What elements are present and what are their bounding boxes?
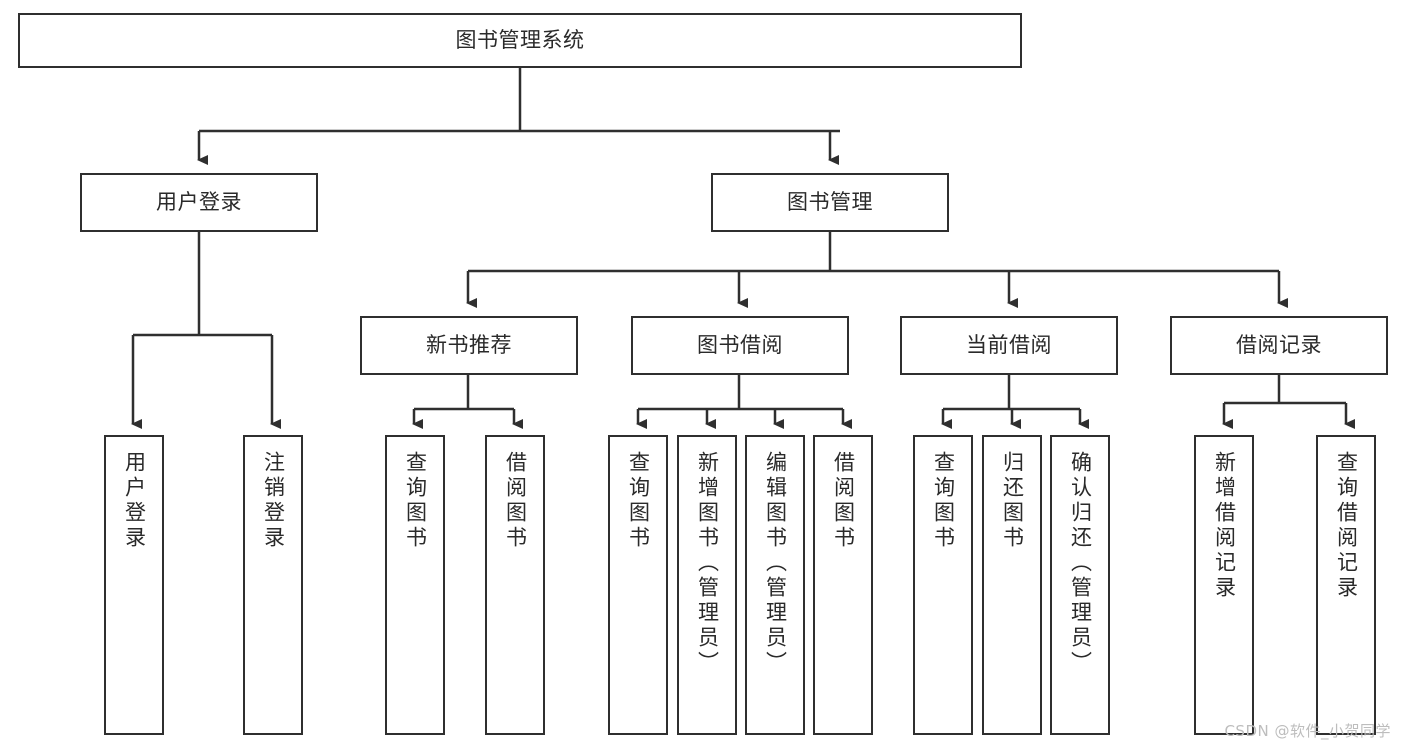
node-current-borrow-label: 当前借阅 <box>966 333 1052 357</box>
leaf-user-login-logout-label: 注销登录 <box>261 451 286 551</box>
node-borrow-record-label: 借阅记录 <box>1236 333 1322 357</box>
node-book-management[interactable]: 图书管理 <box>711 173 949 232</box>
leaf-borrow-query-book[interactable]: 查询图书 <box>608 435 668 735</box>
leaf-record-query-record-label: 查询借阅记录 <box>1334 451 1359 601</box>
leaf-record-add-record-label: 新增借阅记录 <box>1212 451 1237 601</box>
node-user-login-label: 用户登录 <box>156 190 242 214</box>
leaf-borrow-edit-book-admin-label: 编辑图书（管理员） <box>763 451 788 676</box>
leaf-borrow-add-book-admin-label: 新增图书（管理员） <box>695 451 720 676</box>
leaf-borrow-query-book-label: 查询图书 <box>626 451 651 551</box>
node-borrow-record[interactable]: 借阅记录 <box>1170 316 1388 375</box>
node-new-book-recommendation-label: 新书推荐 <box>426 333 512 357</box>
leaf-new-book-query-label: 查询图书 <box>403 451 428 551</box>
leaf-user-login-logout[interactable]: 注销登录 <box>243 435 303 735</box>
leaf-new-book-borrow-label: 借阅图书 <box>503 451 528 551</box>
leaf-user-login-login-label: 用户登录 <box>122 451 147 551</box>
leaf-new-book-borrow[interactable]: 借阅图书 <box>485 435 545 735</box>
node-new-book-recommendation[interactable]: 新书推荐 <box>360 316 578 375</box>
leaf-current-return-book-label: 归还图书 <box>1000 451 1025 551</box>
node-user-login[interactable]: 用户登录 <box>80 173 318 232</box>
leaf-current-confirm-return-admin[interactable]: 确认归还（管理员） <box>1050 435 1110 735</box>
leaf-record-add-record[interactable]: 新增借阅记录 <box>1194 435 1254 735</box>
node-root-book-management-system[interactable]: 图书管理系统 <box>18 13 1022 68</box>
leaf-current-confirm-return-admin-label: 确认归还（管理员） <box>1068 451 1093 676</box>
leaf-current-return-book[interactable]: 归还图书 <box>982 435 1042 735</box>
node-book-borrow-label: 图书借阅 <box>697 333 783 357</box>
leaf-user-login-login[interactable]: 用户登录 <box>104 435 164 735</box>
leaf-current-query-book[interactable]: 查询图书 <box>913 435 973 735</box>
leaf-borrow-edit-book-admin[interactable]: 编辑图书（管理员） <box>745 435 805 735</box>
node-root-label: 图书管理系统 <box>455 28 585 52</box>
node-current-borrow[interactable]: 当前借阅 <box>900 316 1118 375</box>
leaf-borrow-add-book-admin[interactable]: 新增图书（管理员） <box>677 435 737 735</box>
node-book-borrow[interactable]: 图书借阅 <box>631 316 849 375</box>
leaf-borrow-borrow-book-label: 借阅图书 <box>831 451 856 551</box>
leaf-record-query-record[interactable]: 查询借阅记录 <box>1316 435 1376 735</box>
leaf-borrow-borrow-book[interactable]: 借阅图书 <box>813 435 873 735</box>
node-book-management-label: 图书管理 <box>787 190 873 214</box>
leaf-new-book-query[interactable]: 查询图书 <box>385 435 445 735</box>
leaf-current-query-book-label: 查询图书 <box>931 451 956 551</box>
